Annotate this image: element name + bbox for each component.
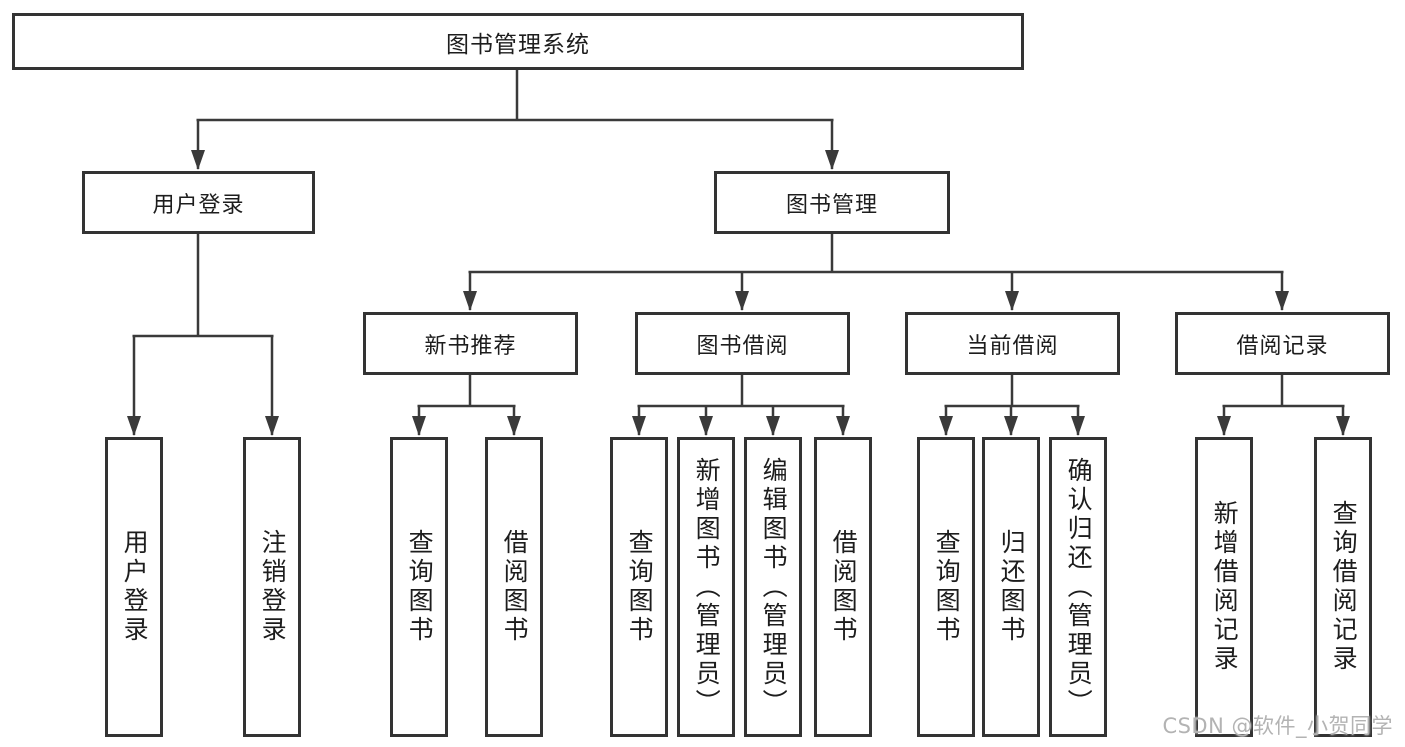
node-user-login: 用户登录 [82,171,315,234]
leaf-user-login: 用户登录 [105,437,163,737]
connector-current-borrow-group [939,375,1085,436]
leaf-records-query-record: 查询借阅记录 [1314,437,1372,737]
leaf-borrow-edit-books-admin: 编辑图书（管理员） [744,437,802,737]
leaf-newbooks-query-books: 查询图书 [390,437,448,737]
leaf-borrow-query-books: 查询图书 [610,437,668,737]
connector-user-login-group [127,234,279,436]
node-book-borrow: 图书借阅 [635,312,850,375]
leaf-newbooks-borrow-books: 借阅图书 [485,437,543,737]
leaf-borrow-borrow-books: 借阅图书 [814,437,872,737]
leaf-current-return-books: 归还图书 [982,437,1040,737]
connector-borrow-records-group [1217,375,1350,436]
leaf-logout: 注销登录 [243,437,301,737]
node-new-book-recommend: 新书推荐 [363,312,578,375]
leaf-records-add-record: 新增借阅记录 [1195,437,1253,737]
connector-book-borrow-group [632,375,850,436]
connector-book-management-group [463,234,1289,311]
connector-root-to-level2 [191,70,839,170]
csdn-watermark: CSDN @软件_小贺同学 [1162,714,1393,738]
node-library-management-system: 图书管理系统 [12,13,1024,70]
node-current-borrow: 当前借阅 [905,312,1120,375]
node-book-management: 图书管理 [714,171,950,234]
leaf-current-confirm-return-admin: 确认归还（管理员） [1049,437,1107,737]
connector-new-books-group [412,375,521,436]
node-borrow-records: 借阅记录 [1175,312,1390,375]
leaf-borrow-add-books-admin: 新增图书（管理员） [677,437,735,737]
leaf-current-query-books: 查询图书 [917,437,975,737]
